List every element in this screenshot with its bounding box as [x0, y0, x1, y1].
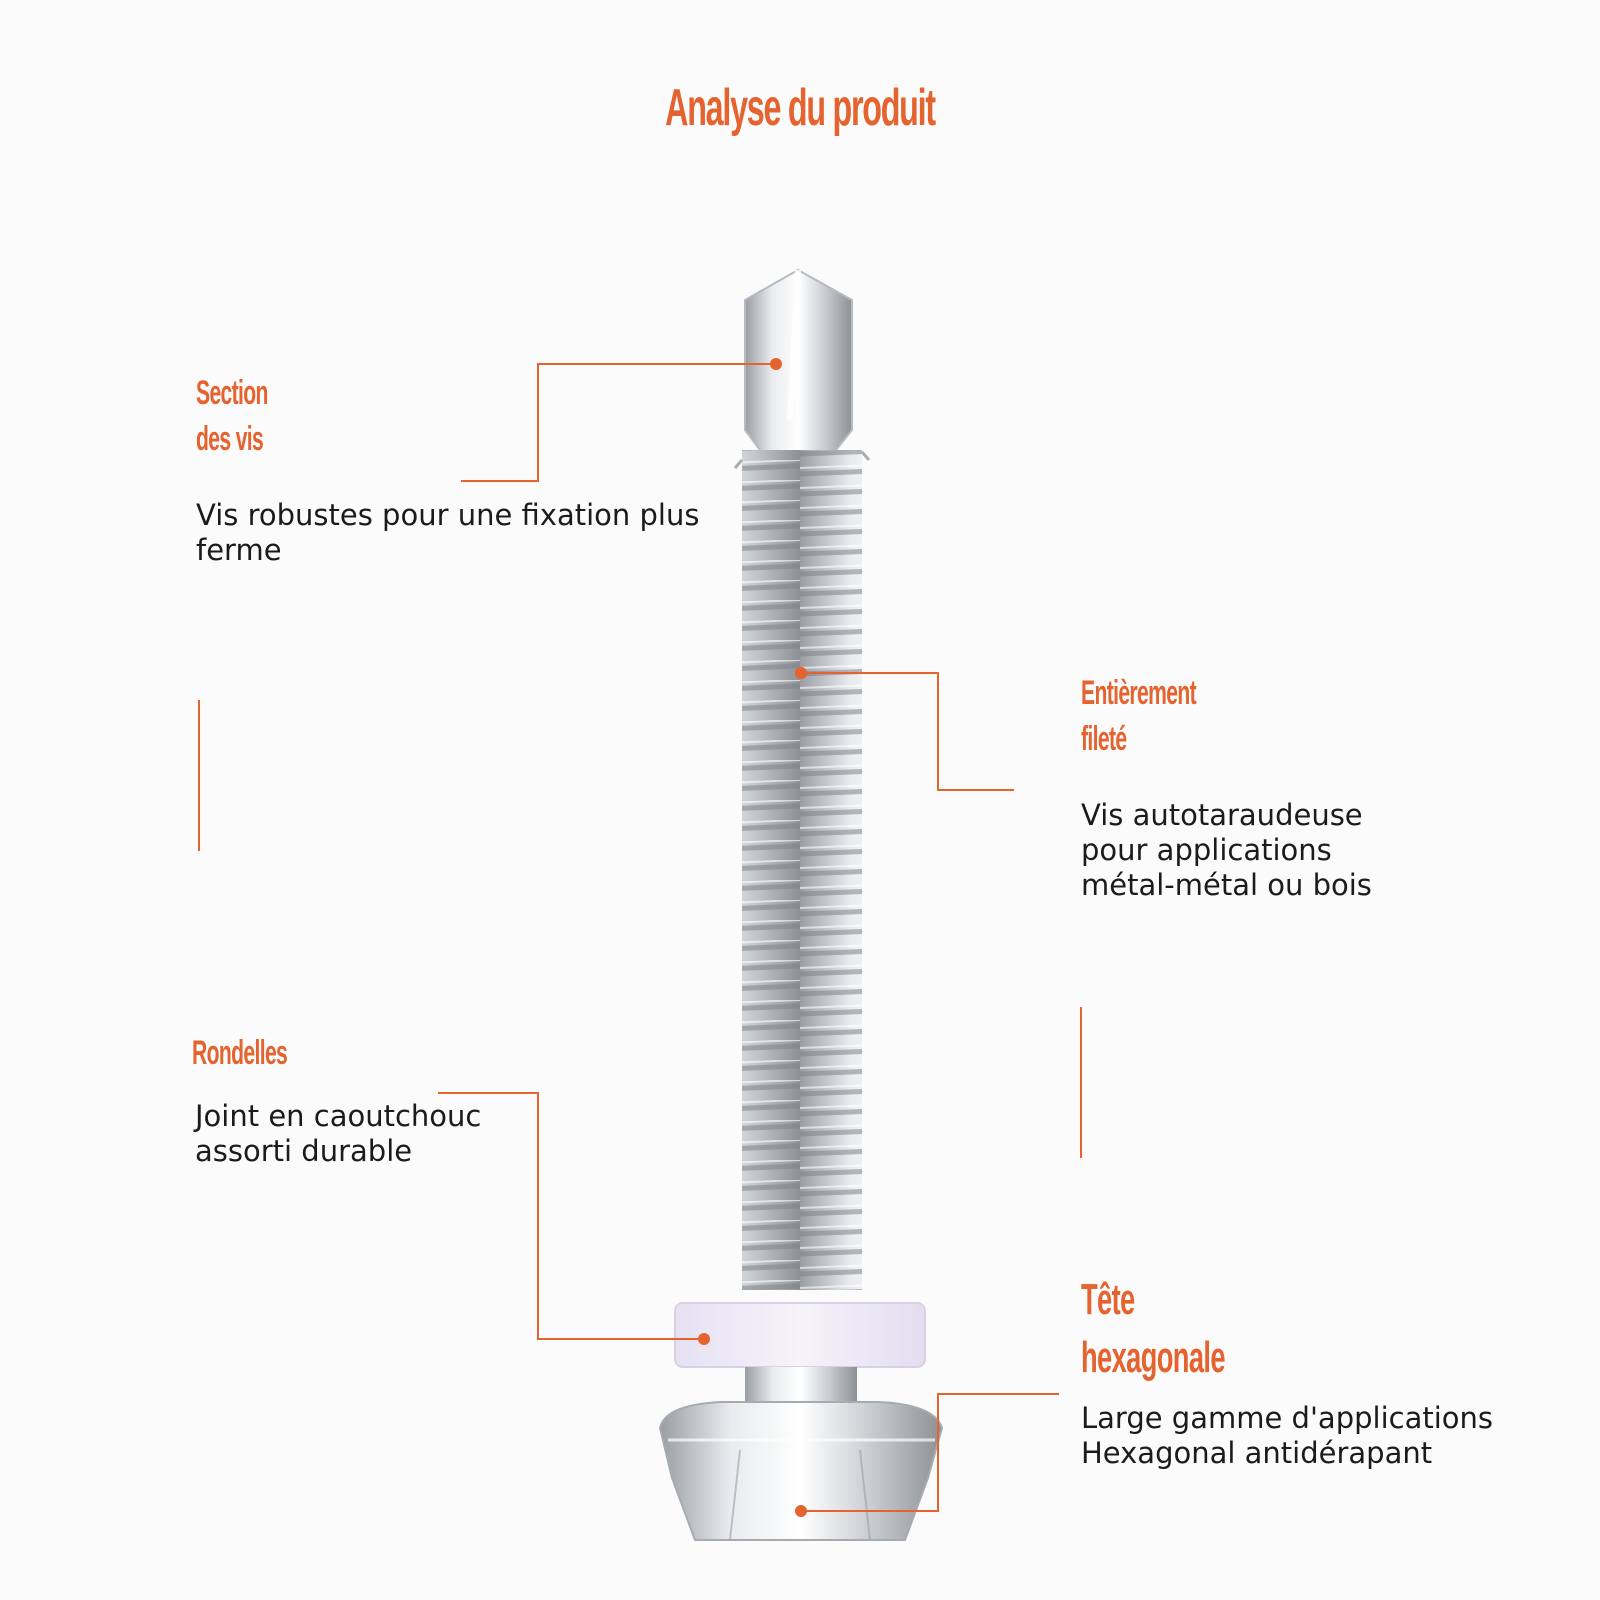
label-hex-head: Tête hexagonale — [1081, 1271, 1226, 1387]
label-line: Rondelles — [192, 1034, 288, 1072]
hex-head — [658, 1401, 944, 1541]
rubber-washer — [674, 1302, 926, 1368]
leader-hex-head — [801, 1393, 1059, 1512]
page-title: Analyse du produit — [665, 79, 936, 137]
desc-line: Joint en caoutchouc — [195, 1099, 482, 1133]
thread-crests — [733, 451, 871, 469]
label-line: fileté — [1081, 720, 1127, 758]
label-screw-section: Section des vis — [196, 370, 268, 462]
desc-line: Large gamme d'applications — [1081, 1401, 1494, 1435]
desc-line: Vis robustes pour une fixation plus — [196, 498, 700, 532]
desc-line: métal-métal ou bois — [1081, 868, 1372, 902]
label-line: des vis — [196, 420, 264, 458]
desc-line: Vis autotaraudeuse — [1081, 798, 1363, 832]
desc-fully-threaded: Vis autotaraudeuse pour applications mét… — [1081, 798, 1372, 903]
desc-line: assorti durable — [195, 1134, 413, 1168]
desc-screw-section: Vis robustes pour une fixation plus ferm… — [196, 498, 699, 568]
label-washers: Rondelles — [192, 1030, 288, 1076]
threaded-shank — [742, 450, 862, 1290]
desc-line: Hexagonal antidérapant — [1081, 1436, 1433, 1470]
label-line: hexagonale — [1081, 1333, 1226, 1382]
desc-hex-head: Large gamme d'applications Hexagonal ant… — [1081, 1401, 1493, 1471]
label-line: Section — [196, 374, 268, 412]
desc-line: pour applications — [1081, 833, 1332, 867]
desc-washers: Joint en caoutchouc assorti durable — [195, 1099, 481, 1169]
label-line: Entièrement — [1081, 674, 1197, 712]
leader-lines — [198, 363, 1082, 1512]
label-line: Tête — [1081, 1275, 1135, 1324]
leader-fully-threaded — [801, 672, 1014, 791]
leader-screw-section — [461, 363, 776, 482]
leader-dots — [698, 358, 807, 1517]
desc-line: ferme — [196, 533, 282, 567]
leader-washers — [438, 1092, 704, 1340]
screw-neck — [745, 1367, 857, 1407]
label-fully-threaded: Entièrement fileté — [1081, 670, 1197, 762]
